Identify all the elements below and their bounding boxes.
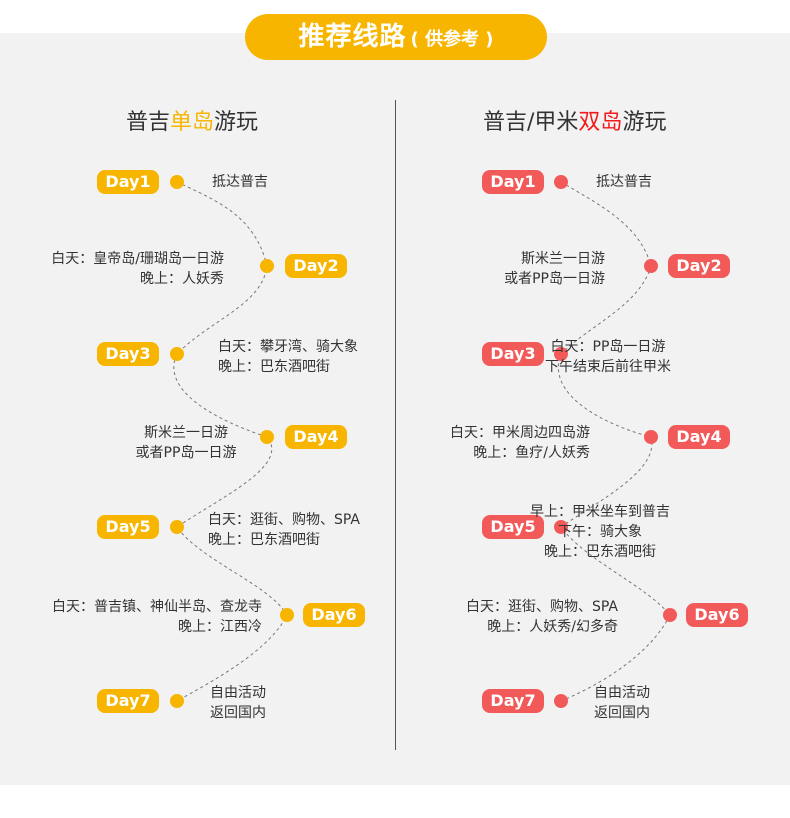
column-divider — [395, 100, 396, 750]
left-day-7-line-2: 返回国内 — [210, 705, 266, 721]
left-day-5-line-1: 白天：逛街、购物、SPA — [208, 512, 361, 528]
left-timeline-dot-4 — [260, 430, 274, 444]
right-timeline-dot-6 — [663, 608, 677, 622]
right-day-6-line-1: 白天：逛街、购物、SPA — [465, 599, 618, 615]
banner-title: 推荐线路 — [298, 22, 407, 52]
left-day-5-line-2: 晚上：巴东酒吧街 — [208, 532, 320, 548]
right-day-7-line-1: 自由活动 — [594, 685, 650, 701]
right-day-description-1: 抵达普吉 — [596, 172, 652, 192]
right-day-2-line-1: 斯米兰一日游 — [521, 251, 605, 267]
right-day-3-line-2: 下午结束后前往甲米 — [545, 359, 671, 375]
right-day-4-line-1: 白天：甲米周边四岛游 — [450, 425, 590, 441]
left-day-description-4: 斯米兰一日游或者PP岛一日游 — [136, 423, 237, 463]
left-day-badge-5: Day5 — [97, 515, 159, 539]
left-timeline-dot-5 — [170, 520, 184, 534]
right-day-badge-7: Day7 — [482, 689, 544, 713]
right-title-post: 游玩 — [622, 110, 667, 135]
right-day-description-5: 早上：甲米坐车到普吉下午：骑大象晚上：巴东酒吧街 — [530, 502, 670, 562]
left-day-badge-2: Day2 — [285, 254, 347, 278]
left-title-post: 游玩 — [214, 110, 259, 135]
left-day-6-line-2: 晚上：江西冷 — [178, 619, 262, 635]
right-day-badge-4: Day4 — [668, 425, 730, 449]
left-day-6-line-1: 白天：普吉镇、神仙半岛、查龙寺 — [52, 599, 262, 615]
left-day-2-line-1: 白天：皇帝岛/珊瑚岛一日游 — [51, 251, 224, 267]
left-column-title: 普吉单岛游玩 — [126, 104, 258, 136]
right-timeline-dot-1 — [554, 175, 568, 189]
right-day-4-line-2: 晚上：鱼疗/人妖秀 — [473, 445, 590, 461]
left-timeline-dot-3 — [170, 347, 184, 361]
left-title-pre: 普吉 — [126, 110, 171, 135]
left-day-4-line-1: 斯米兰一日游 — [143, 425, 228, 441]
right-title-highlight: 双岛 — [578, 110, 623, 135]
right-day-5-line-1: 早上：甲米坐车到普吉 — [530, 504, 670, 520]
right-day-badge-2: Day2 — [668, 254, 730, 278]
title-banner: 推荐线路( 供参考 ) — [245, 14, 547, 60]
right-day-badge-6: Day6 — [686, 603, 748, 627]
left-day-7-line-1: 自由活动 — [210, 685, 266, 701]
right-timeline-dot-2 — [644, 259, 658, 273]
left-title-highlight: 单岛 — [170, 110, 215, 135]
right-day-1-line-1: 抵达普吉 — [596, 174, 652, 190]
right-column-title: 普吉/甲米双岛游玩 — [483, 104, 666, 136]
left-day-4-line-2: 或者PP岛一日游 — [135, 445, 237, 461]
right-title-pre: 普吉/甲米 — [483, 110, 579, 135]
left-day-1-line-1: 抵达普吉 — [212, 174, 268, 190]
right-day-description-2: 斯米兰一日游或者PP岛一日游 — [504, 249, 605, 289]
left-day-badge-4: Day4 — [285, 425, 347, 449]
left-day-description-2: 白天：皇帝岛/珊瑚岛一日游晚上：人妖秀 — [51, 249, 224, 289]
left-day-description-1: 抵达普吉 — [212, 172, 268, 192]
right-day-description-4: 白天：甲米周边四岛游晚上：鱼疗/人妖秀 — [450, 423, 590, 463]
right-day-description-6: 白天：逛街、购物、SPA 晚上：人妖秀/幻多奇 — [466, 597, 618, 637]
left-timeline-dot-2 — [260, 259, 274, 273]
left-timeline-dot-1 — [170, 175, 184, 189]
right-timeline-dot-4 — [644, 430, 658, 444]
left-timeline-dot-7 — [170, 694, 184, 708]
left-day-badge-7: Day7 — [97, 689, 159, 713]
left-day-badge-3: Day3 — [97, 342, 159, 366]
right-timeline-dot-3 — [554, 347, 568, 361]
left-day-description-6: 白天：普吉镇、神仙半岛、查龙寺晚上：江西冷 — [52, 597, 262, 637]
left-timeline-dot-6 — [280, 608, 294, 622]
left-day-badge-1: Day1 — [97, 170, 159, 194]
right-day-badge-1: Day1 — [482, 170, 544, 194]
right-day-description-7: 自由活动返回国内 — [594, 683, 650, 723]
right-day-5-line-2: 下午：骑大象 — [558, 524, 642, 540]
right-day-3-line-1: 白天：PP岛一日游 — [550, 339, 666, 355]
left-day-badge-6: Day6 — [303, 603, 365, 627]
right-day-description-3: 白天：PP岛一日游下午结束后前往甲米 — [545, 337, 671, 377]
banner-subtitle: ( 供参考 ) — [410, 29, 494, 50]
right-day-badge-3: Day3 — [482, 342, 544, 366]
left-day-3-line-2: 晚上：巴东酒吧街 — [218, 359, 330, 375]
right-timeline-dot-7 — [554, 694, 568, 708]
left-day-2-line-2: 晚上：人妖秀 — [140, 271, 224, 287]
left-day-description-7: 自由活动返回国内 — [210, 683, 266, 723]
right-day-6-line-2: 晚上：人妖秀/幻多奇 — [487, 619, 618, 635]
left-day-description-5: 白天：逛街、购物、SPA 晚上：巴东酒吧街 — [208, 510, 360, 550]
right-day-5-line-3: 晚上：巴东酒吧街 — [544, 544, 656, 560]
left-day-3-line-1: 白天：攀牙湾、骑大象 — [218, 339, 358, 355]
right-day-badge-5: Day5 — [482, 515, 544, 539]
right-day-2-line-2: 或者PP岛一日游 — [504, 271, 605, 287]
right-day-7-line-2: 返回国内 — [594, 705, 650, 721]
right-timeline-dot-5 — [554, 520, 568, 534]
left-day-description-3: 白天：攀牙湾、骑大象晚上：巴东酒吧街 — [218, 337, 358, 377]
